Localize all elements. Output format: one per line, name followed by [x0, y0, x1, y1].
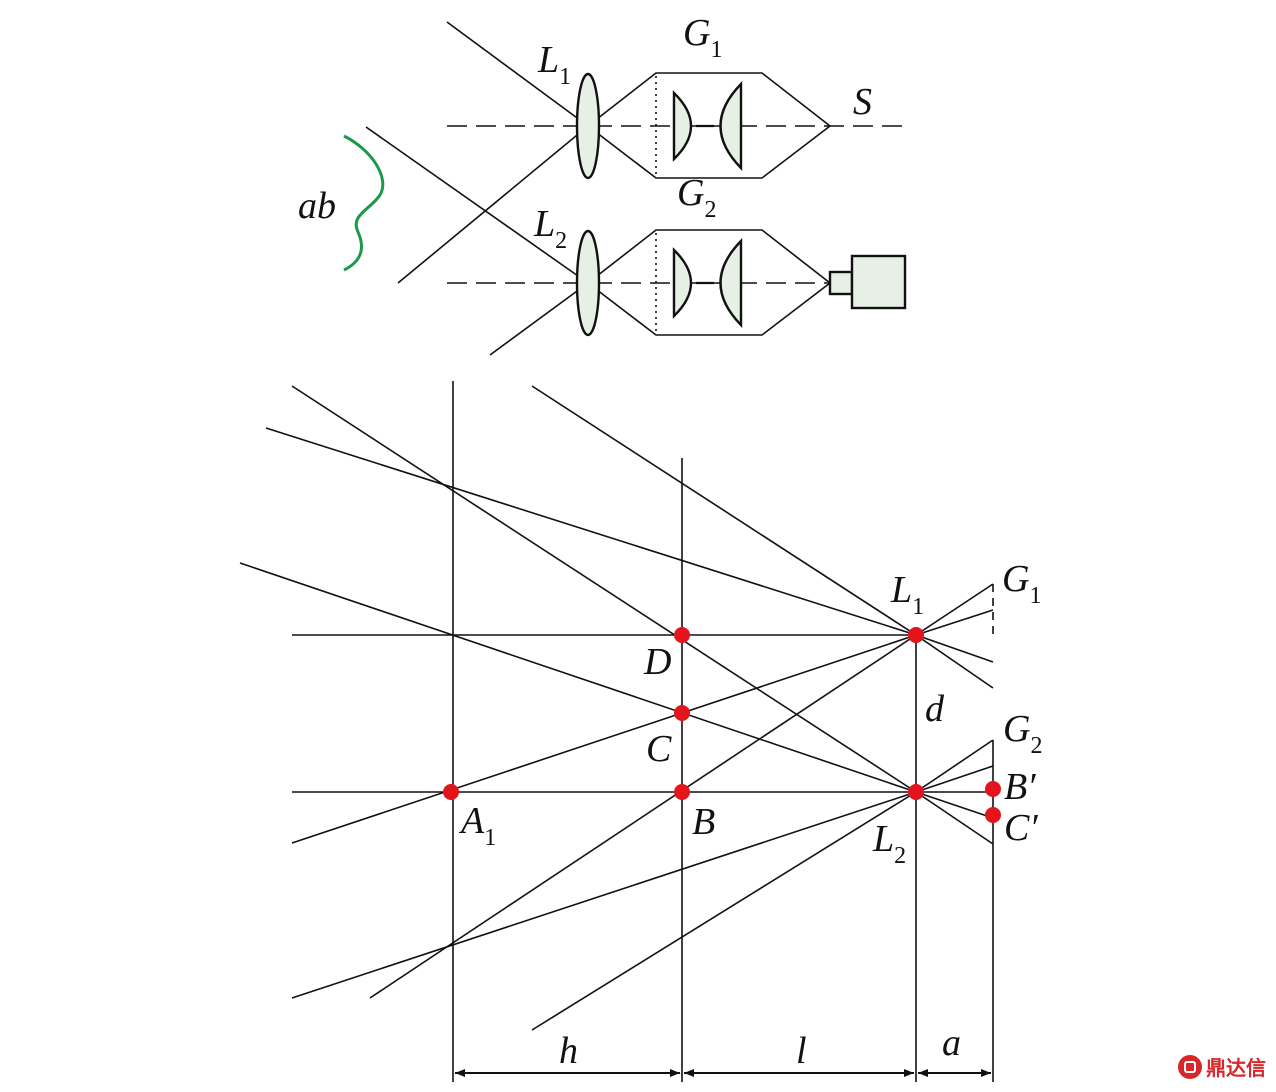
label-top-g2: G2 [677, 172, 716, 223]
point-a1 [443, 784, 459, 800]
label-a1-point: A1 [458, 800, 496, 851]
bottom-labels: L1 G1 G2 L2 D C B A1 B′ C′ d h l a [458, 558, 1042, 1072]
label-a: a [942, 1022, 961, 1064]
label-g1: G1 [1002, 558, 1041, 609]
ray-l1-d [369, 634, 917, 999]
ray-l1-upper [446, 21, 589, 127]
label-b-point: B [692, 801, 715, 843]
ray-l2-lower [489, 282, 589, 356]
bottom-geometry [239, 381, 994, 1082]
fan-g2-1 [915, 739, 994, 793]
point-l2 [908, 784, 924, 800]
label-top-l2: L2 [533, 203, 567, 254]
g1-lens-left [672, 90, 693, 162]
points [443, 627, 1001, 823]
fan-g1-2 [915, 609, 994, 636]
label-l1: L1 [890, 569, 924, 620]
ray-l1-c [291, 634, 917, 844]
ray-l1-lower [397, 125, 589, 284]
label-top-s: S [853, 81, 872, 123]
label-g2: G2 [1003, 708, 1042, 759]
g1-lens-right [719, 81, 743, 171]
label-l: l [796, 1030, 807, 1072]
ray-l2-d [531, 791, 917, 1031]
label-h: h [559, 1030, 578, 1072]
ray-l1-a [265, 427, 917, 636]
fan-g2-4 [915, 791, 994, 845]
camera-connector [828, 270, 854, 296]
g2-lens-right [719, 238, 743, 328]
fan-g1-1 [915, 583, 994, 636]
label-d-distance: d [925, 688, 945, 730]
top-schematic [343, 21, 907, 356]
point-b [674, 784, 690, 800]
watermark-text: 鼎达信 [1206, 1056, 1266, 1080]
ray-l2-a [291, 385, 917, 793]
curve-ab [343, 134, 385, 272]
fan-g1-4 [915, 634, 994, 689]
point-c [674, 705, 690, 721]
point-b-prime [985, 781, 1001, 797]
top-labels: L1 G1 S L2 G2 ab [298, 12, 872, 254]
label-c-prime: C′ [1004, 807, 1038, 849]
label-l2: L2 [872, 818, 906, 869]
watermark: 鼎达信 [1178, 1052, 1266, 1081]
label-b-prime: B′ [1004, 766, 1036, 808]
ray-l2-upper [365, 126, 589, 284]
label-d-point: D [643, 641, 671, 683]
fan-g1-3 [915, 634, 994, 663]
watermark-logo-icon [1178, 1054, 1202, 1079]
point-l1 [908, 627, 924, 643]
fan-g2-3 [915, 791, 994, 819]
ray-l1-b [531, 385, 917, 636]
g1-housing [587, 72, 832, 179]
point-d [674, 627, 690, 643]
camera-body [850, 254, 907, 310]
lens-l1 [575, 72, 601, 180]
ray-l2-c [291, 791, 917, 999]
lens-l2 [575, 229, 601, 337]
label-top-ab: ab [298, 185, 336, 227]
label-top-g1: G1 [683, 12, 722, 63]
point-c-prime [985, 807, 1001, 823]
ray-l2-b [239, 562, 917, 793]
g2-lens-left [672, 247, 693, 319]
label-c-point: C [646, 728, 672, 770]
fan-g2-2 [915, 765, 994, 793]
label-top-l1: L1 [537, 39, 571, 90]
